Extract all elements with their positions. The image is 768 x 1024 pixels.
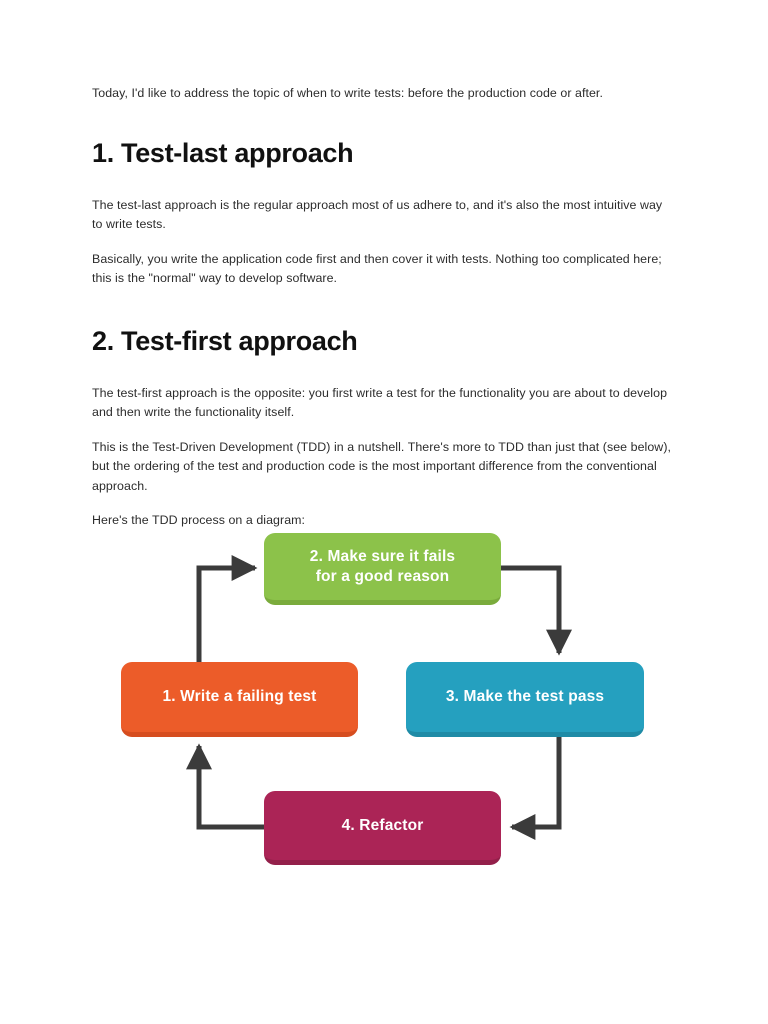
diagram-node-step-4-label: 4. Refactor	[341, 816, 424, 834]
diagram-node-step-4[interactable]: 4. Refactor	[264, 791, 501, 865]
heading-test-first: 2. Test-first approach	[92, 325, 358, 356]
diagram-node-step-3-label: 3. Make the test pass	[445, 688, 605, 705]
diagram-node-step-3[interactable]: 3. Make the test pass	[406, 662, 644, 737]
connector-step3-to-step4	[509, 737, 562, 840]
connector-step1-to-step2	[196, 555, 258, 662]
intro-paragraph: Today, I'd like to address the topic of …	[92, 86, 603, 100]
diagram-node-step-2[interactable]: 2. Make sure it fails for a good reason	[264, 533, 501, 605]
test-last-paragraph-2: Basically, you write the application cod…	[92, 251, 662, 286]
test-first-paragraph-2: This is the Test-Driven Development (TDD…	[92, 439, 672, 493]
connector-step4-to-step1	[186, 743, 264, 830]
diagram-node-step-2-label-line1: 2. Make sure it fails	[309, 547, 456, 565]
test-first-paragraph-1: The test-first approach is the opposite:…	[92, 385, 668, 420]
diagram-node-step-1-label: 1. Write a failing test	[162, 688, 317, 705]
diagram-node-step-1[interactable]: 1. Write a failing test	[121, 662, 358, 737]
heading-test-last: 1. Test-last approach	[92, 137, 354, 168]
diagram-node-step-2-label-line2: for a good reason	[315, 567, 450, 585]
diagram-lead-in-paragraph: Here's the TDD process on a diagram:	[92, 513, 306, 527]
document-content: Today, I'd like to address the topic of …	[92, 84, 674, 531]
test-last-paragraph-1: The test-last approach is the regular ap…	[92, 197, 663, 232]
connector-step2-to-step3	[501, 565, 572, 656]
